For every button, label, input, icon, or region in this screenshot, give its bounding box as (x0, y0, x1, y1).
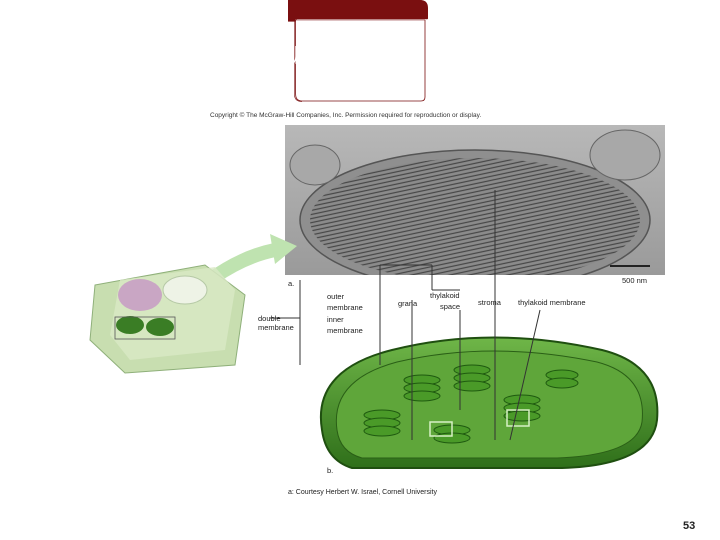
panel-a-label: a. (288, 279, 295, 288)
stroma-label: stroma (478, 298, 501, 307)
thylakoid-space-label-1: thylakoid (430, 291, 460, 300)
inner-membrane-label-2: membrane (327, 326, 363, 335)
panel-b-label: b. (327, 466, 334, 475)
thylakoid-membrane-label: thylakoid membrane (518, 298, 586, 307)
page-number: 53 (683, 520, 696, 532)
inner-membrane-label-1: inner (327, 315, 344, 324)
double-membrane-label-1: double (258, 314, 281, 323)
copyright-notice: Copyright © The McGraw-Hill Companies, I… (210, 112, 482, 119)
chloroplast-illustration (319, 336, 659, 469)
cell-illustration (89, 264, 246, 374)
title-banner (288, 0, 428, 102)
grana-label: grana (398, 299, 418, 308)
double-membrane-label-2: membrane (258, 323, 294, 332)
outer-membrane-label-1: outer (327, 292, 345, 301)
outer-membrane-label-2: membrane (327, 303, 363, 312)
thylakoid-space-label-2: space (440, 302, 461, 311)
slide-title: Chloroplast Structure (8, 34, 332, 72)
scale-bar-label: 500 nm (622, 276, 648, 285)
photo-credit: a: Courtesy Herbert W. Israel, Cornell U… (288, 489, 437, 496)
electron-micrograph (285, 125, 665, 275)
